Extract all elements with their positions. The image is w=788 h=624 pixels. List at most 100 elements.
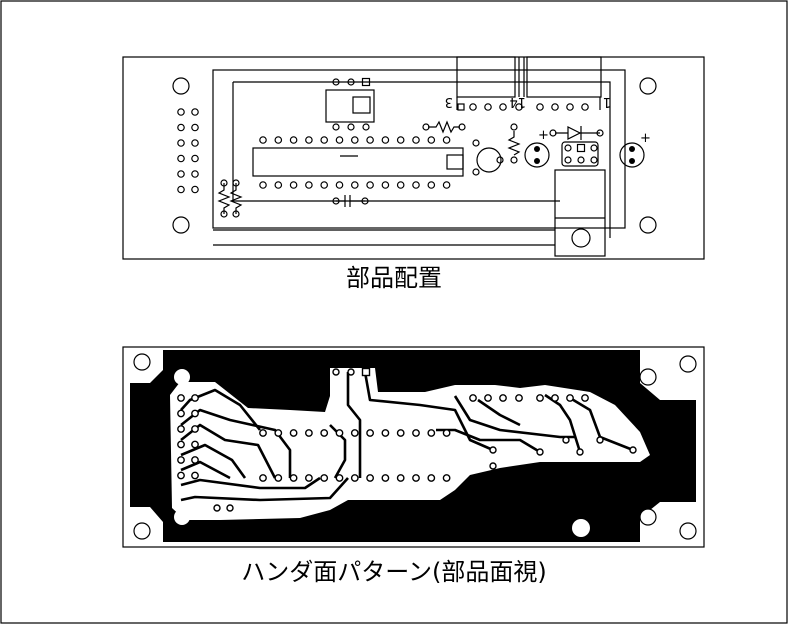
component-layout-board (122, 56, 705, 260)
pad (510, 123, 518, 131)
ic-pin (350, 181, 359, 189)
copper-trace (180, 477, 349, 502)
ic-pin (366, 136, 374, 144)
mounting-hole (639, 77, 657, 95)
pad (232, 210, 240, 218)
header-pin (191, 123, 199, 132)
ic-pin (289, 136, 298, 144)
ic-pin (274, 136, 283, 144)
connector-pin (457, 103, 465, 111)
copper-trace (346, 372, 362, 478)
connector-pin (566, 103, 574, 111)
copper-trace (569, 396, 634, 452)
header-pin (177, 108, 185, 116)
ic-pin (320, 181, 329, 189)
connector-left (456, 56, 516, 98)
copper-trace (477, 398, 521, 427)
pad (381, 429, 390, 437)
resistor-symbol (428, 120, 460, 134)
board-outline (122, 56, 705, 260)
connector-pin (469, 103, 477, 111)
module-pin (361, 77, 371, 87)
pad (335, 474, 344, 482)
pad (496, 156, 504, 164)
pad (536, 394, 544, 402)
module-pin (332, 78, 340, 86)
pad (564, 144, 572, 152)
pad (332, 197, 340, 205)
connector-label-14: 14 (509, 94, 526, 109)
mounting-hole (133, 522, 151, 540)
inner-trace-frame (212, 69, 626, 229)
pad (442, 429, 451, 437)
pad (515, 394, 523, 402)
mounting-hole (133, 353, 151, 371)
pad (191, 394, 199, 402)
electrolytic-cap (524, 142, 550, 168)
pad (191, 471, 199, 480)
pad (366, 474, 374, 482)
pad (458, 123, 466, 131)
module-pin (347, 123, 355, 131)
pad (469, 394, 477, 402)
cap-pad (534, 158, 540, 164)
pad (226, 504, 234, 512)
pad (484, 394, 492, 402)
ic-pin (381, 136, 390, 144)
cap-pad (534, 146, 540, 152)
pad (289, 429, 298, 437)
pad (499, 394, 507, 402)
header-pin (177, 154, 185, 163)
transistor-outline (476, 147, 502, 173)
pad (177, 394, 185, 402)
trace-area (170, 368, 650, 520)
header-pin (191, 154, 199, 163)
pad (590, 144, 598, 152)
pad (489, 446, 497, 454)
pad (191, 409, 199, 418)
pad (191, 425, 199, 433)
header-pin (177, 185, 185, 194)
pad (289, 474, 298, 482)
connector-pin (515, 103, 523, 111)
connector-pin (484, 103, 492, 111)
module-box (325, 89, 375, 123)
pad (442, 474, 451, 482)
header-pin (191, 139, 199, 147)
mounting-hole (639, 216, 657, 234)
pad (320, 429, 329, 437)
resistor-symbol (507, 131, 521, 156)
mounting-hole (639, 368, 657, 386)
polarity-mark: + (640, 131, 651, 146)
pad (536, 448, 544, 456)
pad (596, 129, 604, 137)
mounting-hole (174, 369, 190, 385)
connector-right (526, 56, 602, 98)
connector-pin (499, 103, 507, 111)
cap-pad (629, 146, 635, 152)
pad (320, 474, 329, 482)
electrolytic-cap (619, 142, 645, 168)
pad (551, 394, 559, 402)
mounting-hole (172, 77, 190, 95)
pad (396, 429, 405, 437)
module-pin (332, 123, 340, 131)
copper-trace (180, 460, 231, 480)
connector-label-1: 1 (603, 94, 611, 109)
pad (472, 168, 480, 176)
resistor-symbol (217, 183, 231, 214)
ic-pin (335, 136, 344, 144)
pad (577, 156, 585, 164)
caption-component-layout: 部品配置 (346, 264, 442, 292)
pad (581, 394, 589, 402)
pad (335, 429, 344, 437)
ic-pin (412, 136, 420, 144)
pad (274, 429, 283, 437)
connector-label-3: 3 (445, 94, 453, 109)
caption-solder-pattern: ハンダ面パターン(部品面視) (241, 558, 547, 586)
pad (361, 197, 369, 205)
ic-pin (274, 181, 283, 189)
pad (427, 429, 436, 437)
